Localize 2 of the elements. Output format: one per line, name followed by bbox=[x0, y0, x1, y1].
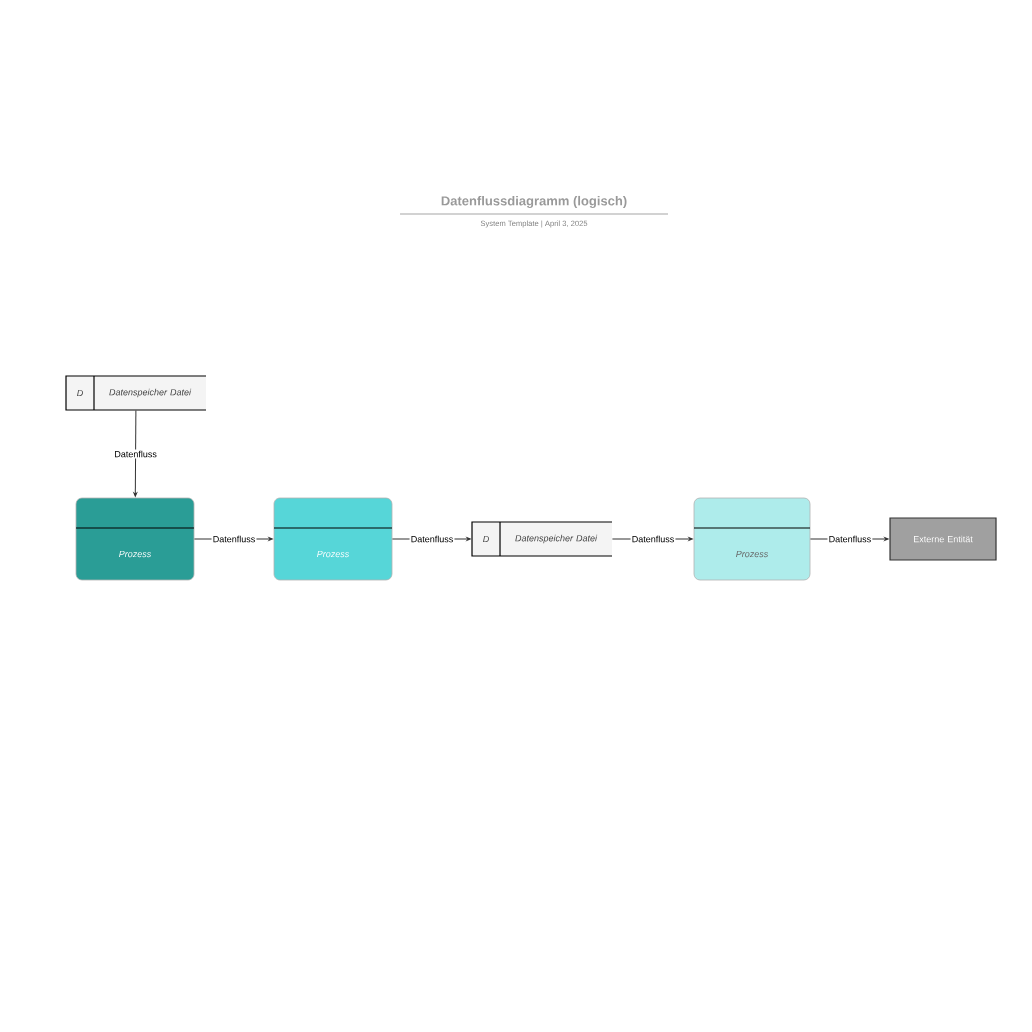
arrow bbox=[133, 409, 138, 497]
arrow bbox=[809, 537, 889, 541]
